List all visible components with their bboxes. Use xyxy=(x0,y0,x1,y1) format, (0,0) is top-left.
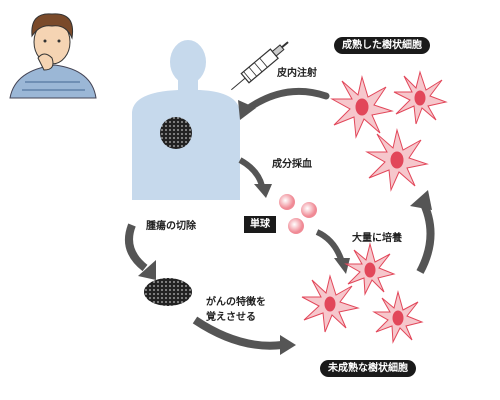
excised-tumor xyxy=(144,278,192,306)
tumor-excision-label: 腫瘍の切除 xyxy=(146,221,196,232)
worried-man-illustration xyxy=(9,13,97,99)
immature-dc-label: 未成熟な樹状細胞 xyxy=(320,360,416,377)
immature-dendritic-cells xyxy=(301,242,424,344)
syringe-icon xyxy=(231,41,289,91)
learn-cancer-features-line1: がんの特徴を xyxy=(206,297,266,308)
patient-body-silhouette xyxy=(132,40,240,200)
tumor-in-body xyxy=(160,117,192,149)
mature-dc-label: 成熟した樹状細胞 xyxy=(334,37,430,54)
mass-culture-label: 大量に培養 xyxy=(352,233,402,244)
learn-cancer-features-line2: 覚えさせる xyxy=(206,312,256,323)
process-arrows xyxy=(125,87,435,355)
mature-dendritic-cells xyxy=(330,70,448,192)
monocyte-label: 単球 xyxy=(244,216,276,233)
apheresis-label: 成分採血 xyxy=(272,159,312,170)
intradermal-injection-label: 皮内注射 xyxy=(277,68,317,79)
blood-cells xyxy=(279,194,317,234)
